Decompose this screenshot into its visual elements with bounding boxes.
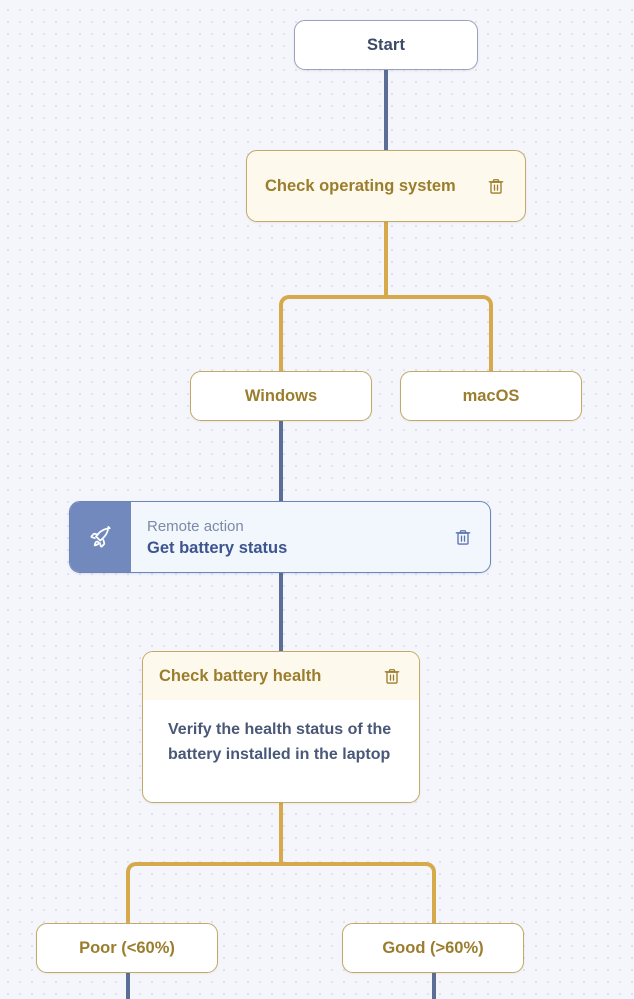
- rocket-icon: [90, 525, 111, 548]
- node-start-label: Start: [366, 35, 406, 54]
- action-body: Remote action Get battery status: [131, 502, 490, 572]
- card-header: Check battery health: [143, 652, 419, 700]
- node-poor-label: Poor (<60%): [79, 938, 175, 957]
- node-good[interactable]: Good (>60%): [342, 923, 524, 973]
- connector-windows-to-action: [279, 421, 283, 501]
- connector-start-to-check-os: [384, 70, 388, 150]
- connector-battery-stem: [279, 803, 283, 865]
- node-check-operating-system[interactable]: Check operating system: [246, 150, 526, 222]
- node-check-operating-system-label: Check operating system: [265, 177, 456, 195]
- connector-good-down: [432, 973, 436, 999]
- branch-os-options: [279, 295, 493, 373]
- connector-poor-down: [126, 973, 130, 999]
- node-check-battery-health-label: Check battery health: [159, 666, 322, 685]
- trash-icon[interactable]: [381, 665, 403, 687]
- node-windows[interactable]: Windows: [190, 371, 372, 421]
- action-kicker: Remote action: [147, 517, 244, 535]
- node-poor[interactable]: Poor (<60%): [36, 923, 218, 973]
- trash-icon[interactable]: [485, 175, 507, 197]
- branch-battery-results: [126, 862, 436, 926]
- node-windows-label: Windows: [244, 386, 318, 405]
- card-body: Verify the health status of the battery …: [143, 700, 419, 777]
- action-texts: Remote action Get battery status: [147, 516, 452, 559]
- trash-icon[interactable]: [452, 526, 474, 548]
- connector-action-to-battery: [279, 573, 283, 651]
- node-start[interactable]: Start: [294, 20, 478, 70]
- node-macos[interactable]: macOS: [400, 371, 582, 421]
- action-title: Get battery status: [147, 538, 288, 557]
- action-icon-panel: [70, 502, 131, 572]
- node-good-label: Good (>60%): [382, 938, 484, 957]
- node-check-battery-health-description: Verify the health status of the battery …: [168, 721, 392, 763]
- node-check-battery-health[interactable]: Check battery health Verify the health s…: [142, 651, 420, 803]
- node-macos-label: macOS: [462, 386, 520, 405]
- connector-check-os-stem: [384, 221, 388, 299]
- node-remote-action[interactable]: Remote action Get battery status: [69, 501, 491, 573]
